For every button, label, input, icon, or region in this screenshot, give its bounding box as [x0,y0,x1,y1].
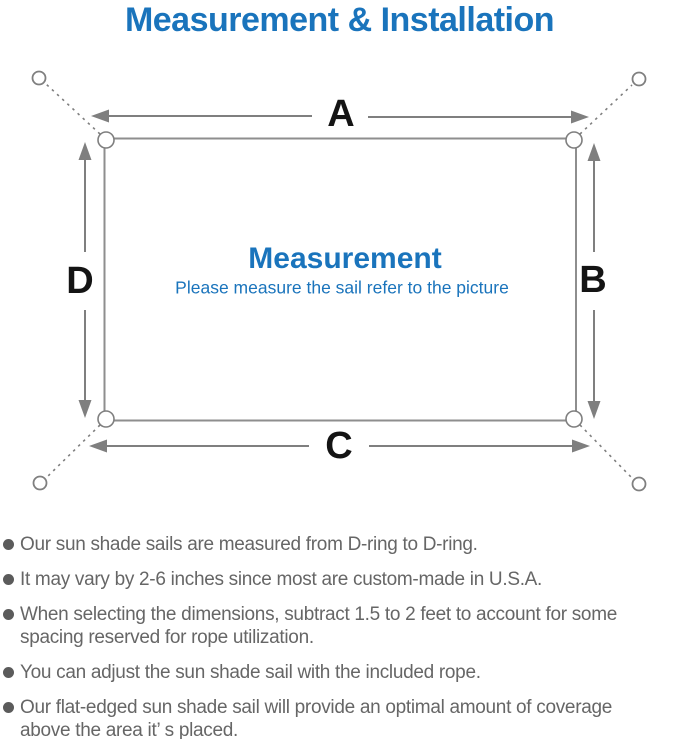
bullet-icon [3,609,14,620]
dimension-arrow-d [78,142,92,418]
note-text: When selecting the dimensions, subtract … [20,604,617,648]
dimension-label-b: B [579,259,607,301]
list-item: Our flat-edged sun shade sail will provi… [3,696,665,739]
list-item: You can adjust the sun shade sail with t… [3,661,665,684]
list-item: Our sun shade sails are measured from D-… [3,533,665,556]
rope-line-top-right [579,84,633,135]
bullet-icon [3,574,14,585]
bullet-icon [3,667,14,678]
note-text: Our sun shade sails are measured from D-… [20,534,478,555]
note-text: It may vary by 2-6 inches since most are… [20,569,543,590]
list-item: When selecting the dimensions, subtract … [3,603,665,649]
note-text: Our flat-edged sun shade sail will provi… [20,697,613,739]
sail-outline [103,137,577,422]
anchor-point-bottom-right [631,476,647,492]
bullet-icon [3,702,14,713]
page-title: Measurement & Installation [124,1,555,39]
d-ring-top-right [565,131,583,149]
dimension-arrow-b [587,143,601,419]
note-text: You can adjust the sun shade sail with t… [20,662,481,683]
dimension-label-c: C [325,425,353,467]
d-ring-bottom-left [97,410,115,428]
d-ring-bottom-right [565,410,583,428]
diagram-subheading: Please measure the sail refer to the pic… [175,277,509,298]
dimension-label-a: A [327,93,355,135]
anchor-point-top-right [631,71,647,87]
d-ring-top-left [97,131,115,149]
rope-line-bottom-left [46,424,101,478]
diagram-heading: Measurement [248,242,442,275]
rope-line-bottom-right [579,424,633,479]
rope-line-top-left [45,83,101,135]
notes-list: Our sun shade sails are measured from D-… [3,533,665,739]
anchor-point-top-left [31,70,47,86]
bullet-icon [3,539,14,550]
anchor-point-bottom-left [32,475,48,491]
dimension-label-d: D [66,260,94,302]
dimension-arrow-c [89,439,590,453]
dimension-arrow-a [91,109,589,124]
list-item: It may vary by 2-6 inches since most are… [3,568,665,591]
